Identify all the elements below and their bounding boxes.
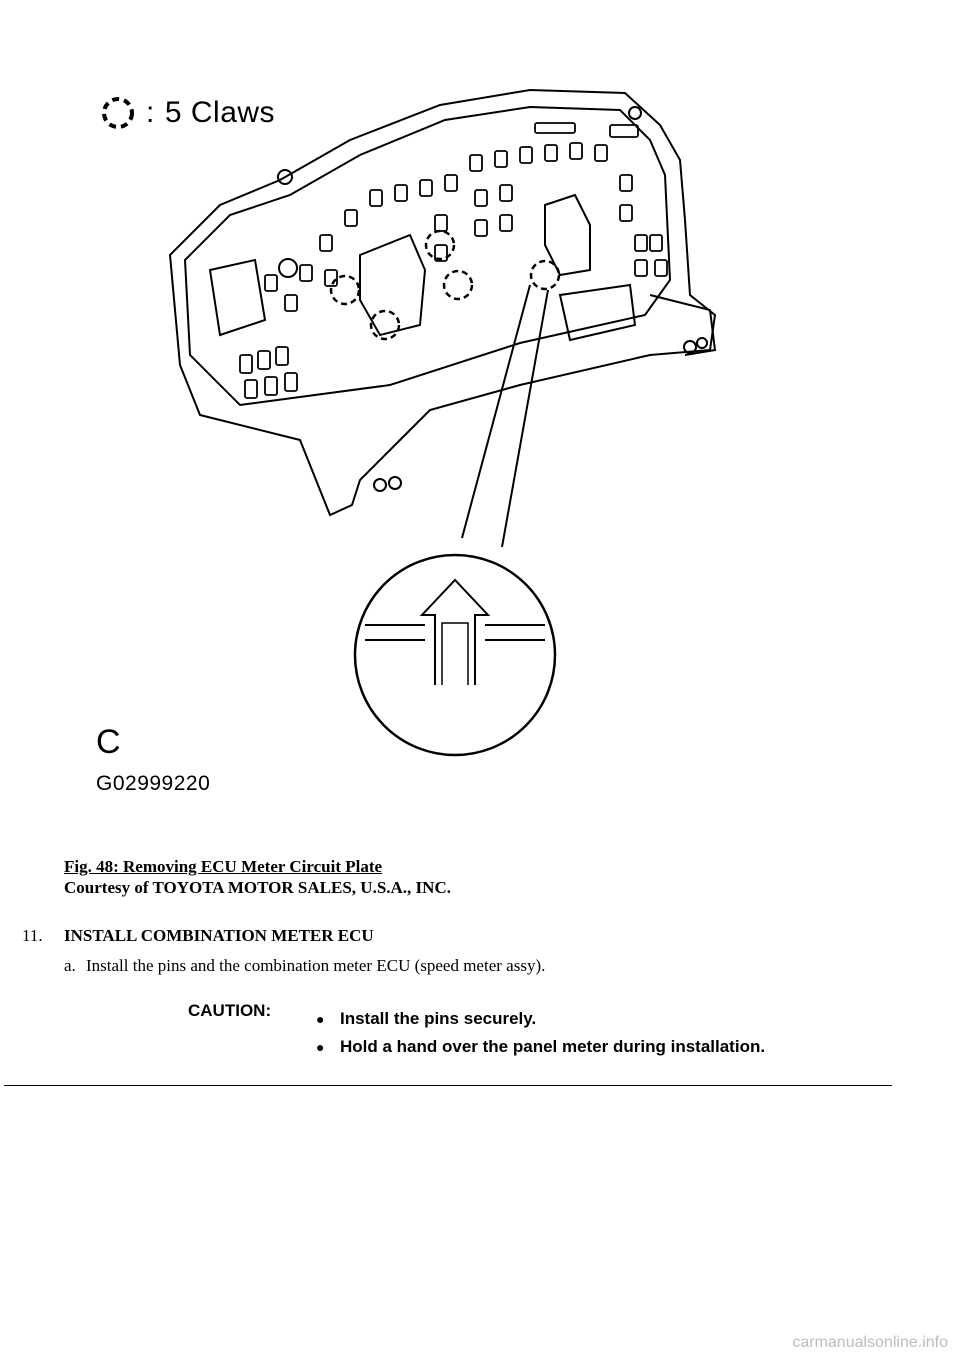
caution-block: CAUTION: ● Install the pins securely. ● … <box>188 1001 765 1065</box>
bullet-icon: ● <box>316 1011 325 1027</box>
legend-colon: : <box>146 96 155 129</box>
watermark: carmanualsonline.info <box>792 1334 948 1351</box>
list-item: ● Install the pins securely. <box>316 1009 765 1029</box>
figure-courtesy: Courtesy of TOYOTA MOTOR SALES, U.S.A., … <box>64 878 451 897</box>
caution-item-text: Install the pins securely. <box>340 1009 537 1028</box>
caution-item-text: Hold a hand over the panel meter during … <box>340 1037 766 1056</box>
list-item: ● Hold a hand over the panel meter durin… <box>316 1037 765 1057</box>
figure-code: G02999220 <box>96 772 211 795</box>
step-number: 11. <box>22 926 43 945</box>
ecu-meter-circuit-plate-illustration <box>90 85 870 825</box>
claw-legend: : 5 Claws <box>100 95 275 131</box>
bullet-icon: ● <box>316 1039 325 1055</box>
step-heading: INSTALL COMBINATION METER ECU <box>64 926 374 945</box>
horizontal-divider <box>4 1085 892 1086</box>
dashed-circle-icon <box>102 97 134 129</box>
figure-caption: Fig. 48: Removing ECU Meter Circuit Plat… <box>64 856 451 898</box>
figure-title: Fig. 48: Removing ECU Meter Circuit Plat… <box>64 857 383 876</box>
legend-label: 5 Claws <box>164 96 276 129</box>
procedure-substep: a. Install the pins and the combination … <box>64 956 545 976</box>
caution-list: ● Install the pins securely. ● Hold a ha… <box>316 1009 765 1065</box>
substep-text: Install the pins and the combination met… <box>86 956 546 975</box>
caution-label: CAUTION: <box>188 1001 272 1020</box>
procedure-step: 11. INSTALL COMBINATION METER ECU <box>22 925 374 947</box>
view-letter: C <box>96 723 121 761</box>
substep-letter: a. <box>64 956 76 975</box>
